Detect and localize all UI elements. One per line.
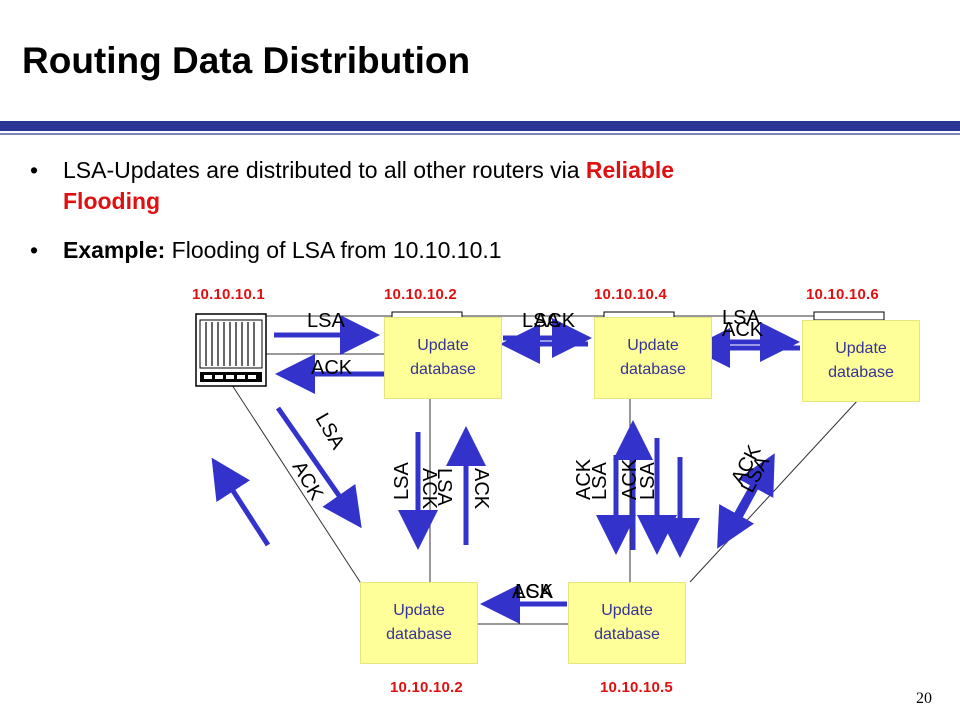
lsa-label: LSA [722,307,760,329]
router-ip-label: 10.10.10.2 [390,679,463,696]
page-number: 20 [916,690,932,707]
lsa-arrow [275,406,362,529]
ack-label: ACK [512,581,554,603]
bullet-2-text: Flooding of LSA from 10.10.10.1 [165,237,502,263]
ack-label: ACK [288,458,328,505]
router-ip-label: 10.10.10.1 [192,286,265,303]
ack-arrow [729,453,775,534]
slide-title: Routing Data Distribution [22,40,471,81]
lsa-label: LSA [515,581,553,603]
bullet-1-emph-1: Reliable [585,157,675,183]
ack-label: ACK [534,310,576,332]
lsa-label: LSA [637,462,659,500]
bullet-marker: • [30,237,39,263]
router-ip-label: 10.10.10.5 [600,679,673,696]
bullet-marker: • [30,157,39,183]
bullet-1-emph-2: Flooding [63,188,161,214]
lsa-label: LSA [433,468,455,506]
bullet-2-bold: Example: [63,237,166,263]
bullet-2: • Example: Flooding of LSA from 10.10.10… [30,235,930,267]
ack-label: ACK [619,458,641,500]
title-rule-thin [0,133,960,135]
lsa-label: LSA [307,310,345,332]
ack-label: ACK [418,468,440,510]
router-ip-label: 10.10.10.6 [806,286,879,303]
title-rule [0,121,960,131]
lsa-label: LSA [589,462,611,500]
link-line [231,384,363,586]
ack-label: ACK [722,319,764,341]
ack-label: ACK [311,357,353,379]
ack-label: ACK [573,458,595,500]
link-line [689,399,859,583]
lsa-label: LSA [311,410,349,454]
ack-arrow [211,457,271,547]
lsa-label: LSA [391,462,413,500]
lsa-label: LSA [522,310,560,332]
router-ip-label: 10.10.10.2 [384,286,457,303]
router-device-icon [195,313,267,387]
router-ip-label: 10.10.10.4 [594,286,667,303]
ack-label: ACK [470,468,492,510]
bullet-1-text: LSA-Updates are distributed to all other… [63,157,586,183]
bullet-1: • LSA-Updates are distributed to all oth… [30,155,930,219]
